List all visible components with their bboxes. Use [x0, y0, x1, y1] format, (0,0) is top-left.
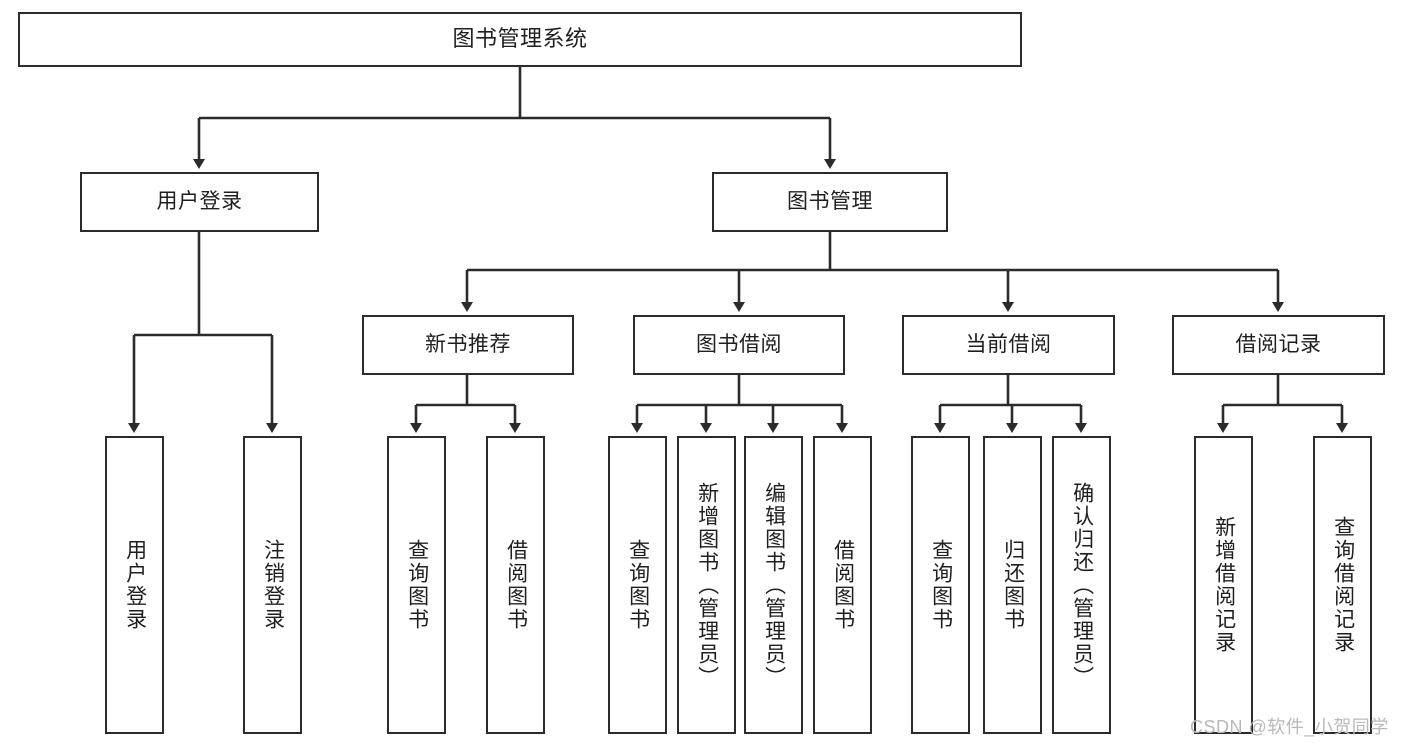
- node-current-borrow-label: 当前借阅: [965, 333, 1052, 357]
- node-leaf-borrow-book-2-label: 借阅图书: [831, 539, 855, 631]
- node-leaf-user-logout[interactable]: 注销登录: [243, 436, 302, 734]
- node-leaf-borrow-book-2[interactable]: 借阅图书: [813, 436, 872, 734]
- node-leaf-return-book[interactable]: 归还图书: [983, 436, 1042, 734]
- node-root-label: 图书管理系统: [452, 26, 588, 52]
- node-current-borrow[interactable]: 当前借阅: [902, 315, 1115, 375]
- node-leaf-query-book-3-label: 查询图书: [929, 539, 953, 631]
- node-leaf-edit-book-label: 编辑图书（管理员）: [762, 481, 786, 689]
- node-new-book-recommend-label: 新书推荐: [425, 333, 511, 357]
- node-leaf-user-logout-label: 注销登录: [261, 539, 285, 631]
- node-leaf-add-book-label: 新增图书（管理员）: [695, 481, 719, 689]
- node-leaf-confirm-return-label: 确认归还（管理员）: [1070, 481, 1094, 689]
- node-book-manage-label: 图书管理: [787, 190, 873, 214]
- node-leaf-query-record[interactable]: 查询借阅记录: [1313, 436, 1372, 734]
- node-user-login[interactable]: 用户登录: [80, 172, 319, 232]
- node-leaf-borrow-book-1-label: 借阅图书: [504, 539, 528, 631]
- node-leaf-add-record[interactable]: 新增借阅记录: [1194, 436, 1253, 734]
- node-root[interactable]: 图书管理系统: [18, 12, 1022, 67]
- node-new-book-recommend[interactable]: 新书推荐: [362, 315, 574, 375]
- node-book-borrow[interactable]: 图书借阅: [633, 315, 845, 375]
- node-leaf-add-book[interactable]: 新增图书（管理员）: [677, 436, 736, 734]
- node-leaf-confirm-return[interactable]: 确认归还（管理员）: [1052, 436, 1111, 734]
- node-leaf-user-login[interactable]: 用户登录: [105, 436, 164, 734]
- node-leaf-edit-book[interactable]: 编辑图书（管理员）: [744, 436, 803, 734]
- node-leaf-query-book-2-label: 查询图书: [626, 539, 650, 631]
- node-leaf-add-record-label: 新增借阅记录: [1212, 516, 1236, 654]
- node-leaf-query-record-label: 查询借阅记录: [1331, 516, 1355, 654]
- node-user-login-label: 用户登录: [156, 190, 243, 214]
- node-leaf-return-book-label: 归还图书: [1001, 539, 1025, 631]
- node-book-borrow-label: 图书借阅: [696, 333, 782, 357]
- node-leaf-query-book-1-label: 查询图书: [405, 539, 429, 631]
- node-leaf-query-book-2[interactable]: 查询图书: [608, 436, 667, 734]
- node-leaf-query-book-1[interactable]: 查询图书: [387, 436, 446, 734]
- node-leaf-user-login-label: 用户登录: [123, 539, 147, 631]
- node-borrow-record[interactable]: 借阅记录: [1172, 315, 1385, 375]
- node-leaf-query-book-3[interactable]: 查询图书: [911, 436, 970, 734]
- node-borrow-record-label: 借阅记录: [1235, 333, 1322, 357]
- node-leaf-borrow-book-1[interactable]: 借阅图书: [486, 436, 545, 734]
- node-book-manage[interactable]: 图书管理: [712, 172, 948, 232]
